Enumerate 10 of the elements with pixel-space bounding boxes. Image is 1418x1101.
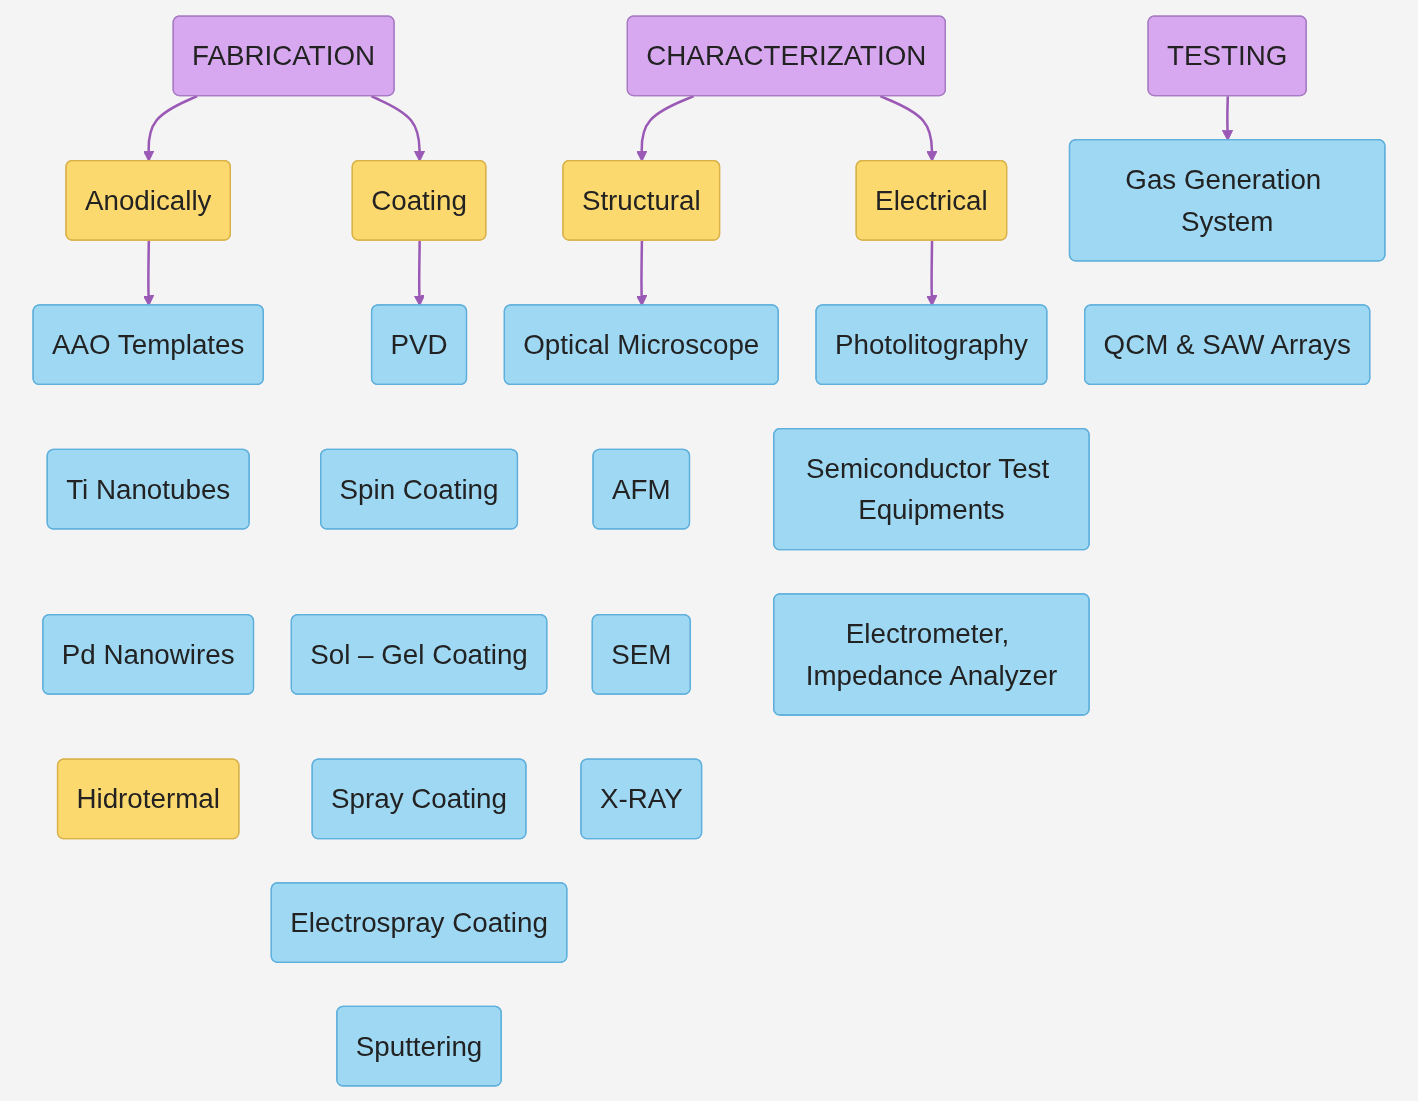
arrow bbox=[636, 240, 648, 306]
arrow bbox=[926, 240, 938, 306]
flowchart: FABRICATION Anodically AAO Templates Ti Nanotubes Pd Nanowires Hidrotermal Coating PVD Spin Coating Sol – Gel Coating Spray Coating Electrospray Coating Sputtering CHARACTERIZATION Structural Optical Microscope AFM SEM X-RAY Electrical Photolitography Semiconductor Test Equipments Electrometer, Impedance Analyzer TESTING Gas Generation System QCM & SAW Arrays bbox=[23, 5, 1395, 1096]
arrow bbox=[1222, 95, 1234, 141]
arrow bbox=[370, 94, 426, 162]
arrow bbox=[143, 94, 198, 162]
arrow bbox=[413, 240, 425, 306]
arrow bbox=[879, 94, 938, 162]
arrow bbox=[636, 94, 695, 162]
arrow bbox=[143, 240, 155, 306]
